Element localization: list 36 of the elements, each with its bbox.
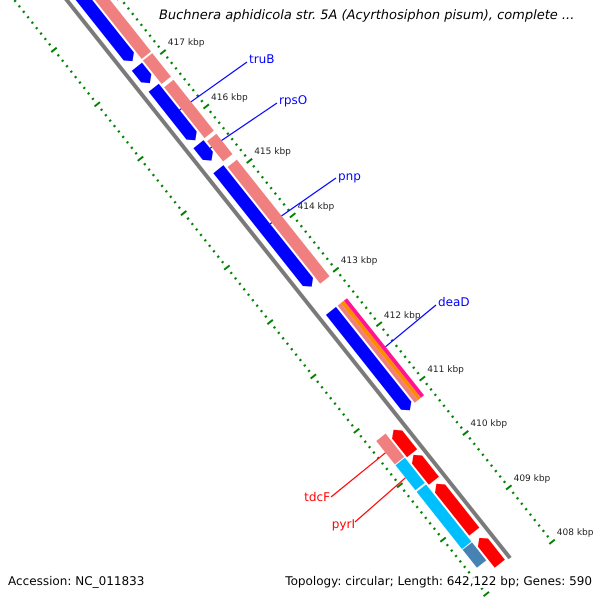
scale-label: 415 kbp <box>254 147 291 158</box>
gene-bar <box>142 53 171 84</box>
leader-line <box>330 452 386 498</box>
scale-label: 410 kbp <box>470 419 508 430</box>
scale-label: 416 kbp <box>211 92 248 104</box>
gene-feature <box>412 454 439 485</box>
gene-feature <box>213 165 313 287</box>
gene-bar <box>396 458 425 490</box>
scale-label: 409 kbp <box>514 474 550 485</box>
gene-bar <box>416 484 472 550</box>
gene-label: pnp <box>338 169 361 184</box>
scale-label: 417 kbp <box>168 38 204 50</box>
scale-label: 414 kbp <box>298 202 334 212</box>
gene-bar <box>376 434 404 464</box>
gene-label: tdcF <box>304 490 330 504</box>
gene-label: rpsO <box>279 93 308 108</box>
leader-line <box>385 304 436 348</box>
scale-label: 408 kbp <box>556 528 594 539</box>
gene-feature <box>478 538 505 568</box>
gene-feature <box>132 62 152 84</box>
gene-feature <box>435 484 480 536</box>
scale-label: 411 kbp <box>427 365 464 376</box>
gene-feature <box>193 140 213 161</box>
gene-label: pyrI <box>332 517 355 532</box>
leader-line <box>354 477 406 522</box>
footer-text: Topology: circular; Length: 642,122 bp; Genes: 590 <box>285 574 592 588</box>
gene-label: truB <box>249 52 274 66</box>
gene-feature <box>392 430 418 458</box>
gene-bar <box>207 134 232 162</box>
gene-label: deaD <box>438 295 470 310</box>
gene-bar <box>338 298 424 403</box>
footer-text: Accession: NC_011833 <box>8 574 144 588</box>
gene-bar <box>462 542 486 568</box>
scale-label: 413 kbp <box>340 256 378 267</box>
scale-label: 412 kbp <box>384 310 421 322</box>
gene-feature <box>148 84 197 140</box>
